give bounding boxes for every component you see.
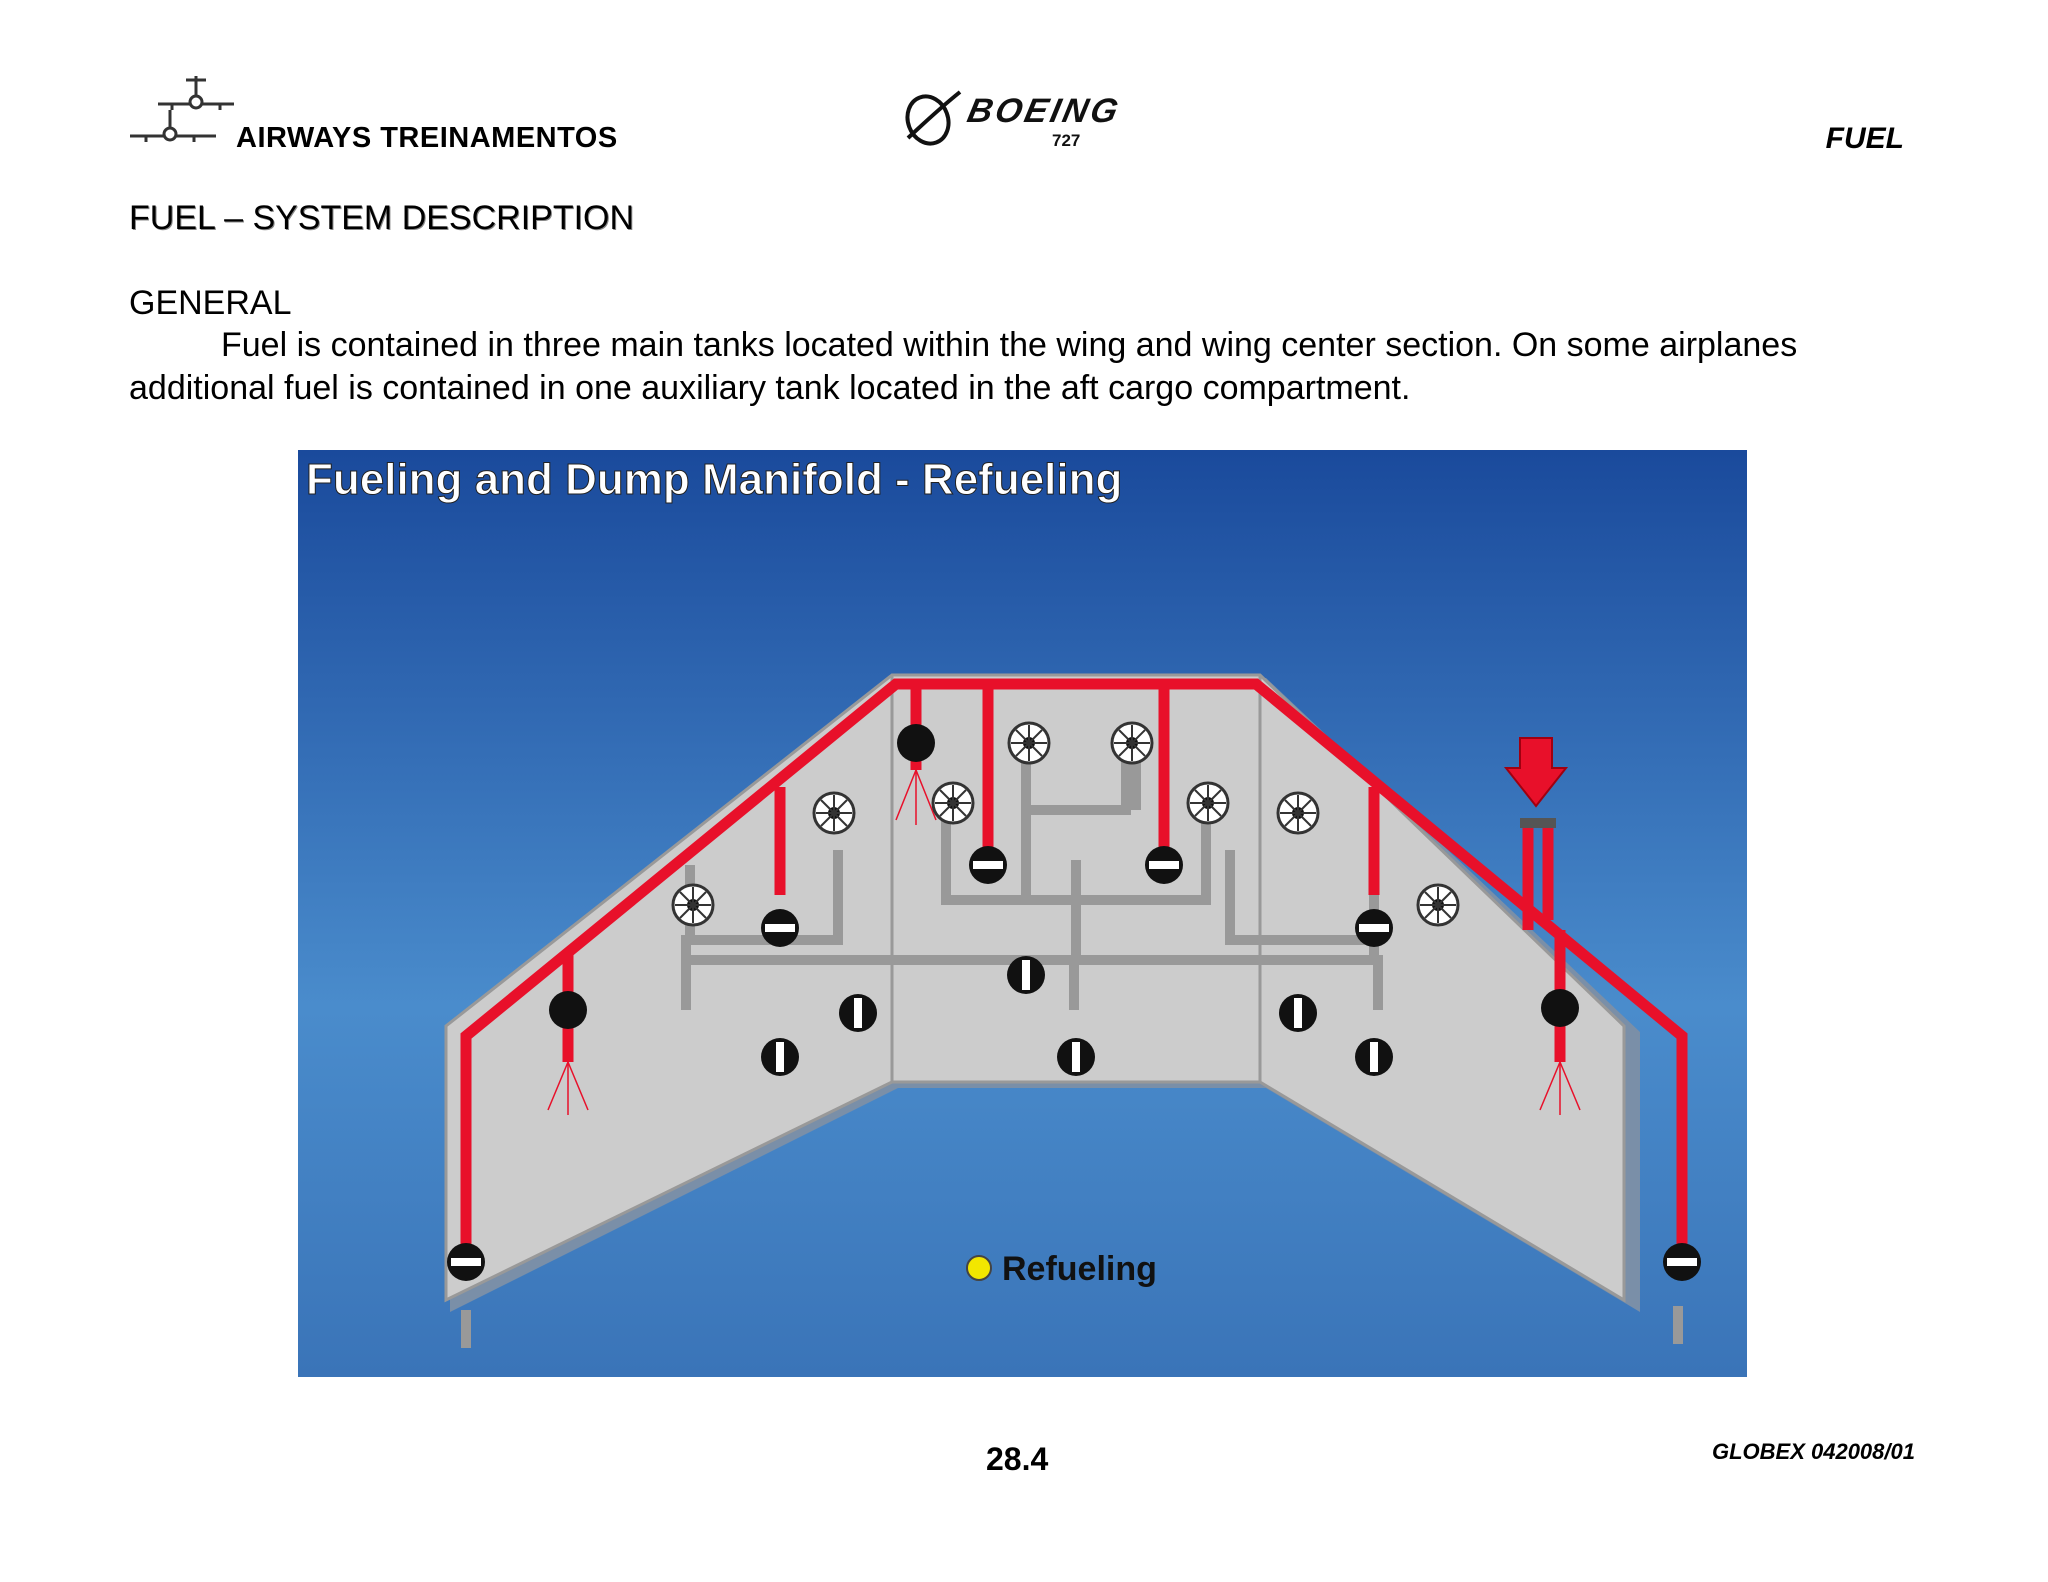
diagram-title: Fueling and Dump Manifold - Refueling bbox=[306, 455, 1122, 504]
dump-valve-right-icon bbox=[1541, 989, 1579, 1027]
boost-pump-left-aft-icon bbox=[671, 883, 715, 927]
valve-right-wingtip-icon bbox=[1663, 1243, 1701, 1281]
boost-pump-center-3-icon bbox=[1110, 721, 1154, 765]
boost-pump-center-2-icon bbox=[1007, 721, 1051, 765]
boost-pump-center-4-icon bbox=[1186, 781, 1230, 825]
refuel-inlet-arrow-icon bbox=[1503, 737, 1569, 808]
valve-right-tank-icon bbox=[1355, 909, 1393, 947]
dump-nozzle-sprays bbox=[547, 769, 1581, 1115]
drain-valve-center-icon bbox=[1057, 1038, 1095, 1076]
document-code: GLOBEX 042008/01 bbox=[1711, 1439, 1915, 1464]
legend-refueling-dot-icon bbox=[966, 1255, 992, 1281]
crossfeed-valve-right-icon bbox=[1279, 994, 1317, 1032]
boost-pump-right-aft-icon bbox=[1416, 883, 1460, 927]
valve-left-wingtip-icon bbox=[447, 1243, 485, 1281]
aircraft-model: 727 bbox=[1052, 131, 1081, 150]
manufacturer-logo-text: BOEING bbox=[964, 92, 1125, 130]
general-paragraph: Fuel is contained in three main tanks lo… bbox=[129, 324, 1919, 410]
general-paragraph-text: Fuel is contained in three main tanks lo… bbox=[129, 326, 1798, 407]
general-heading: GENERAL bbox=[129, 284, 292, 322]
dump-valve-left-icon bbox=[549, 991, 587, 1029]
drain-valve-left-icon bbox=[761, 1038, 799, 1076]
crossfeed-valve-left-icon bbox=[839, 994, 877, 1032]
valve-left-tank-icon bbox=[761, 909, 799, 947]
crossfeed-valve-center-icon bbox=[1007, 956, 1045, 994]
boeing-logo-icon bbox=[905, 90, 962, 146]
boost-pump-right-fwd-icon bbox=[1276, 791, 1320, 835]
valve-center-right-icon bbox=[1145, 846, 1183, 884]
page-number: 28.4 bbox=[986, 1441, 1049, 1477]
boost-pump-left-fwd-icon bbox=[812, 791, 856, 835]
company-name: AIRWAYS TREINAMENTOS bbox=[236, 122, 618, 154]
dump-valve-center-icon bbox=[897, 724, 935, 762]
fueling-manifold-diagram: Fueling and Dump Manifold - Refueling bbox=[298, 450, 1747, 1377]
legend-refueling-label: Refueling bbox=[1002, 1250, 1157, 1288]
page-title: FUEL – SYSTEM DESCRIPTION bbox=[129, 199, 635, 237]
airplane-logo-icon bbox=[130, 76, 234, 142]
boost-pump-center-1-icon bbox=[931, 781, 975, 825]
drain-valve-right-icon bbox=[1355, 1038, 1393, 1076]
section-label: FUEL bbox=[1825, 122, 1904, 155]
valve-center-left-icon bbox=[969, 846, 1007, 884]
